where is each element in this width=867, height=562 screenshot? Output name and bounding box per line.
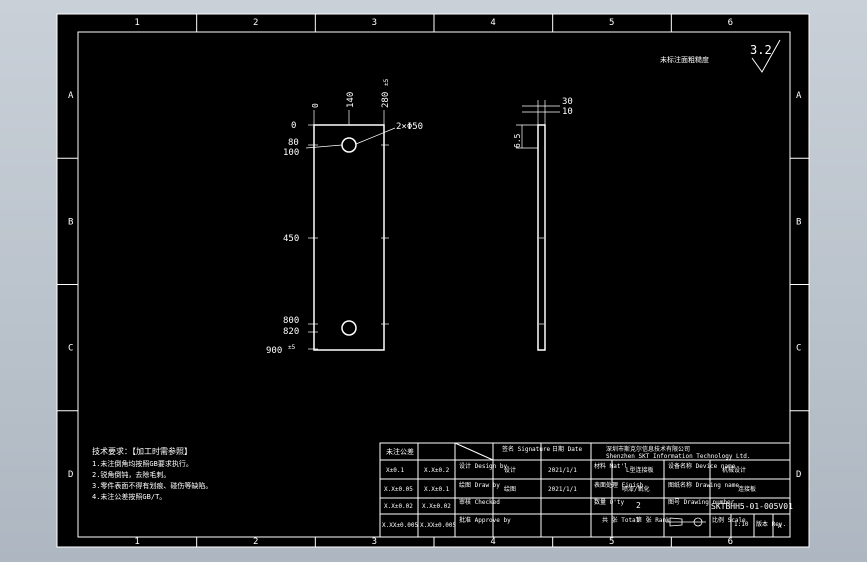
row-label-B: B — [68, 217, 73, 227]
row-label-C: C — [796, 344, 801, 354]
material-value: L型连接板 — [626, 466, 654, 474]
col-label-6: 6 — [728, 18, 733, 28]
front-view: 0 140 280 ±5 0 80 100 450 800 820 900 ±5… — [266, 78, 423, 356]
col-label-5: 5 — [609, 18, 614, 28]
col-label-1: 1 — [134, 537, 139, 547]
front-dim-x-0: 0 — [311, 103, 320, 108]
designed-by-label: 设计 Design by — [459, 462, 508, 470]
title-block-text: 未注公差 X±0.1 X.X±0.2 X.X±0.05 X.X±0.1 X.X±… — [382, 445, 793, 530]
drawn-by-label: 绘图 Draw by — [459, 481, 500, 489]
col-label-3: 3 — [372, 537, 377, 547]
front-dim-x-140: 140 — [346, 92, 356, 108]
hole-callout: 2×Φ50 — [396, 122, 423, 132]
drawer-sig: 绘图 — [504, 485, 516, 493]
sig-header: 签名 Signature — [502, 445, 551, 453]
side-dim-6-5: 6.5 — [513, 133, 522, 148]
rev-label: 版本 Rev. — [756, 520, 786, 528]
row-label-D: D — [68, 470, 73, 480]
tech-note-4: 4.未注公差按照GB/T。 — [92, 492, 166, 501]
tol-r1-c2: X.X±0.2 — [424, 467, 450, 474]
tech-note-2: 2.锐角倒钝，去除毛刺。 — [92, 470, 170, 479]
front-dim-y-100: 100 — [283, 148, 299, 158]
tech-note-3: 3.零件表面不得有划痕、碰伤等缺陷。 — [92, 481, 212, 490]
scale-value: 1:10 — [734, 521, 749, 528]
date-header: 日期 Date — [552, 445, 582, 453]
front-dim-y-tol: ±5 — [288, 344, 296, 351]
roughness-note: 未标注面粗糙度 — [660, 55, 709, 64]
drawing-name-value: 连接板 — [738, 485, 756, 493]
drawing-no-label: 图号 Drawing number — [668, 499, 735, 506]
front-dim-x-tol: ±5 — [383, 78, 390, 86]
tol-r4-c1: X.XX±0.005 — [382, 522, 419, 529]
tech-notes-title: 技术要求：【加工时需参照】 — [92, 446, 192, 456]
checked-label: 审核 Checked — [459, 498, 500, 506]
tol-r1-c1: X±0.1 — [386, 467, 404, 474]
tolerance-header: 未注公差 — [386, 447, 414, 456]
designer-sig: 设计 — [504, 466, 516, 474]
col-label-4: 4 — [490, 18, 495, 28]
front-dim-y-820: 820 — [283, 327, 299, 337]
col-label-4: 4 — [490, 537, 495, 547]
row-grid: A A B B C C D D — [57, 91, 809, 480]
tech-note-1: 1.未注倒角均按照GB要求执行。 — [92, 459, 193, 468]
row-label-C: C — [68, 344, 73, 354]
drawing-name-label: 图纸名称 Drawing name — [668, 481, 739, 489]
row-label-A: A — [68, 91, 74, 101]
front-dim-x-280: 280 — [381, 92, 391, 108]
rev-value: A — [778, 523, 782, 530]
tech-notes: 技术要求：【加工时需参照】 1.未注倒角均按照GB要求执行。 2.锐角倒钝，去除… — [92, 446, 212, 501]
col-label-2: 2 — [253, 18, 258, 28]
projection-symbol — [666, 517, 706, 527]
side-outline — [537, 124, 546, 351]
company-cn: 深圳市斯克尔信息技术有限公司 — [606, 445, 690, 453]
roughness-symbol — [751, 39, 781, 73]
company-en: Shenzhen SKT Information Technology Ltd. — [606, 453, 751, 460]
qty-value: 2 — [636, 501, 641, 510]
tol-r4-c2: X.XX±0.005 — [420, 522, 457, 529]
device-value: 机械设计 — [722, 466, 746, 474]
col-label-1: 1 — [134, 18, 139, 28]
qty-label: 数量 Q'ty — [594, 498, 624, 506]
approved-label: 批准 Approve by — [459, 516, 511, 524]
side-dim-30: 30 — [562, 97, 573, 107]
tol-r2-c1: X.X±0.05 — [384, 486, 413, 493]
col-label-5: 5 — [609, 537, 614, 547]
col-label-6: 6 — [728, 537, 733, 547]
tol-r2-c2: X.X±0.1 — [424, 486, 450, 493]
roughness-value: 3.2 — [750, 43, 772, 57]
hole-bottom — [341, 320, 357, 336]
device-label: 设备名称 Device name — [668, 462, 736, 470]
side-dim-10: 10 — [562, 107, 573, 117]
front-dim-y-800: 800 — [283, 316, 299, 326]
row-label-D: D — [796, 470, 801, 480]
rank-label: 第 张 Rank — [636, 516, 670, 524]
col-label-2: 2 — [253, 537, 258, 547]
front-dim-y-900: 900 — [266, 346, 282, 356]
front-dim-y-80: 80 — [288, 138, 299, 148]
front-dim-y-0: 0 — [291, 121, 296, 131]
total-label: 共 张 Total — [602, 516, 640, 524]
col-label-3: 3 — [372, 18, 377, 28]
tol-r3-c1: X.X±0.02 — [384, 503, 413, 510]
finish-value: 喷漆/氧化 — [622, 485, 650, 493]
date-1: 2021/1/1 — [548, 467, 577, 474]
column-grid: 1 1 2 2 3 3 4 4 5 5 6 6 — [134, 14, 733, 547]
material-label: 材料 Mat'l — [594, 462, 628, 470]
side-view: 30 10 6.5 — [513, 97, 573, 351]
date-2: 2021/1/1 — [548, 486, 577, 493]
front-dim-y-450: 450 — [283, 234, 299, 244]
row-label-A: A — [796, 91, 802, 101]
finish-label: 表面处理 Finish — [594, 481, 644, 489]
tol-r3-c2: X.X±0.02 — [422, 503, 451, 510]
drawing-no-value: SKTBHH5-01-005V01 — [711, 502, 793, 511]
scale-label: 比例 Scale — [712, 516, 746, 524]
title-block — [379, 442, 791, 538]
row-label-B: B — [796, 217, 801, 227]
